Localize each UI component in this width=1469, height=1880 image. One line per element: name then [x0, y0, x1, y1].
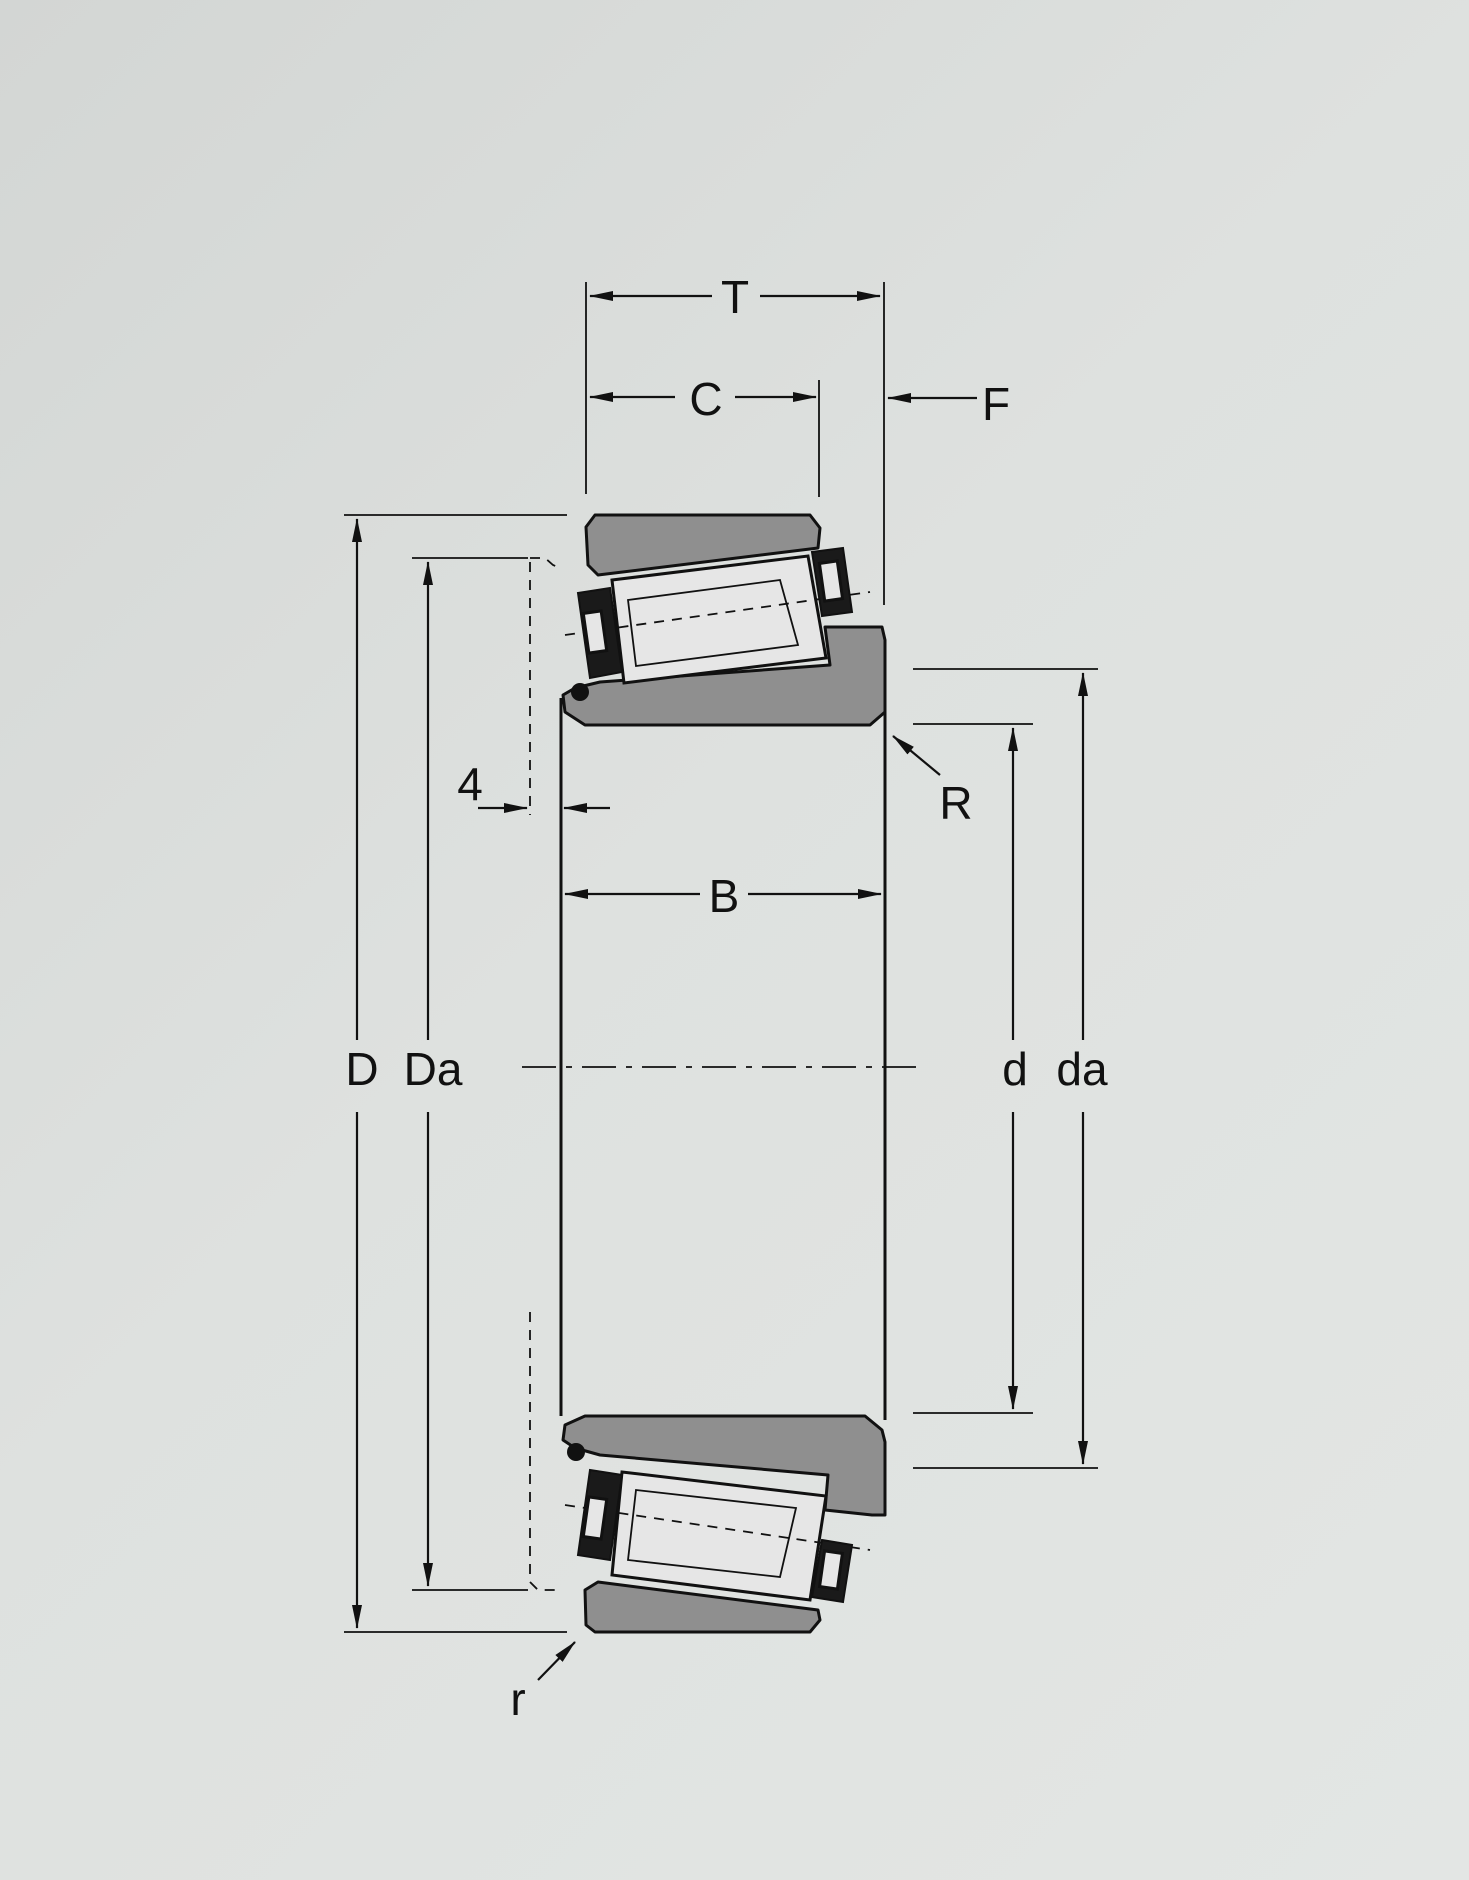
- dim-R-leader: [892, 735, 941, 776]
- label-C: C: [689, 373, 722, 425]
- label-F: F: [982, 378, 1010, 430]
- bearing-cross-section: [559, 513, 887, 1634]
- bottom-cage-right-window: [817, 1549, 845, 1591]
- top-cage-left-window: [581, 609, 609, 655]
- label-Da: Da: [404, 1043, 463, 1095]
- top-roller: [610, 554, 828, 685]
- bottom-fillet-dot: [567, 1443, 585, 1461]
- dim-r-leader: [537, 1641, 576, 1681]
- top-fillet-dot: [571, 683, 589, 701]
- top-roller-facet: [626, 579, 800, 668]
- extension-lines: [344, 282, 1098, 1633]
- label-da: da: [1056, 1043, 1108, 1095]
- top-outer-ring: [584, 513, 822, 577]
- bottom-cage-left-window: [581, 1495, 609, 1541]
- label-D: D: [345, 1043, 378, 1095]
- top-cage-right-window: [817, 559, 845, 603]
- housing-shoulder-top: [530, 557, 561, 569]
- bottom-roller-facet: [627, 1489, 798, 1578]
- housing-shoulder-bottom: [529, 1581, 560, 1591]
- bottom-roller: [610, 1470, 828, 1602]
- label-r: r: [510, 1673, 525, 1725]
- label-R: R: [939, 777, 972, 829]
- label-4: 4: [457, 758, 483, 810]
- label-T: T: [721, 271, 749, 323]
- bottom-roller-axis: [564, 1504, 871, 1551]
- bore-outline: [559, 640, 887, 1420]
- label-d: d: [1002, 1043, 1028, 1095]
- label-B: B: [709, 870, 740, 922]
- bottom-outer-ring: [583, 1580, 822, 1634]
